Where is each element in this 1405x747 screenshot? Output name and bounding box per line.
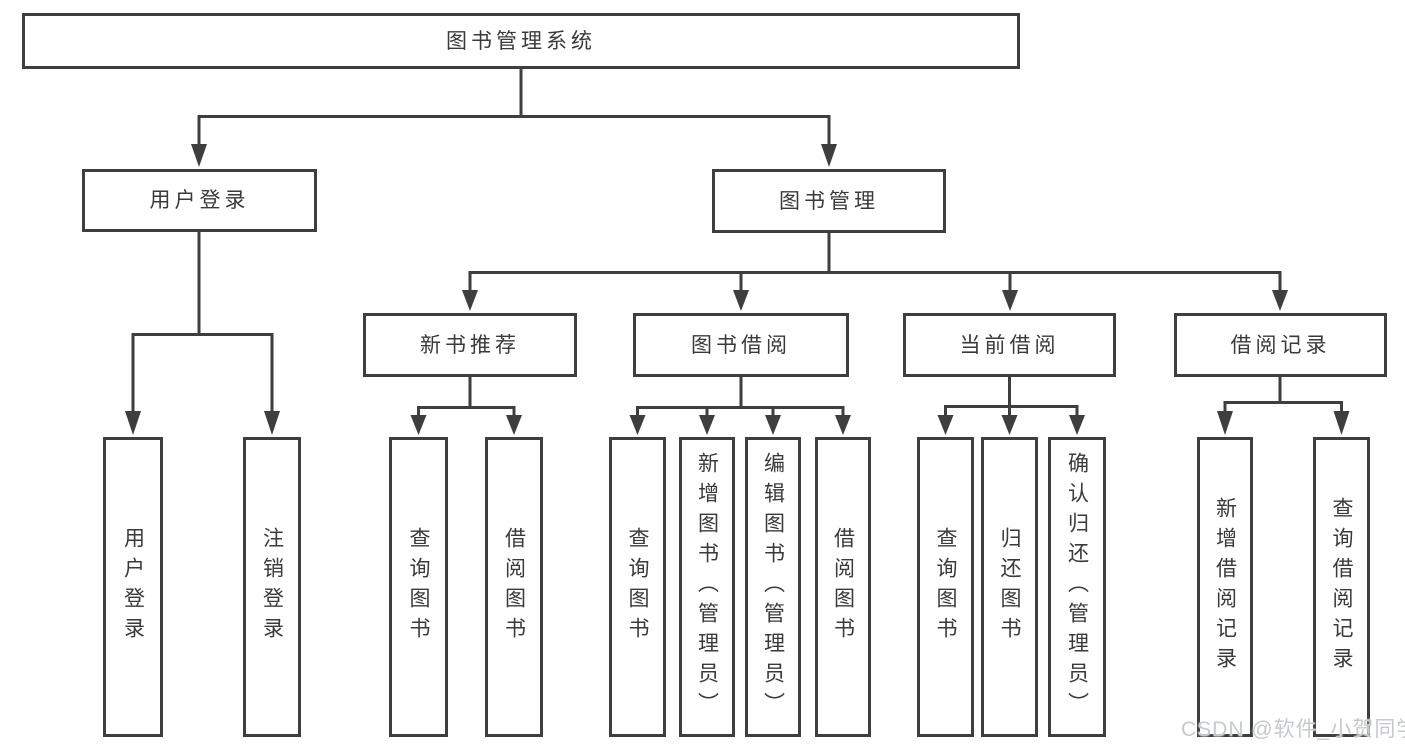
arrowhead-icon: [191, 144, 207, 167]
leaf-logout-label: 注销登录: [260, 527, 284, 647]
leaf-borrow-books-recommend-label: 借阅图书: [502, 527, 526, 647]
leaf-add-books-admin-label: 新增图书（管理员）: [695, 452, 719, 722]
leaf-return-books: 归还图书: [981, 437, 1038, 737]
leaf-query-books-recommend-label: 查询图书: [407, 527, 430, 647]
connector-bookborrow-to-leaves: [636, 377, 845, 417]
leaf-confirm-return-admin-label: 确认归还（管理员）: [1065, 452, 1089, 722]
node-borrowing-records: 借阅记录: [1174, 313, 1387, 377]
connector-root-to-level2: [197, 69, 831, 146]
arrowhead-icon: [629, 415, 646, 435]
csdn-watermark: CSDN @软件_小贺同学: [1181, 718, 1405, 741]
node-user-login-label: 用户登录: [149, 189, 250, 212]
leaf-query-books-current: 查询图书: [917, 437, 974, 737]
leaf-borrow-books-borrow: 借阅图书: [815, 437, 871, 737]
arrowhead-icon: [125, 411, 141, 435]
arrowhead-icon: [264, 411, 280, 435]
node-book-borrowing-label: 图书借阅: [691, 333, 791, 357]
arrowhead-icon: [937, 415, 954, 435]
leaf-add-borrow-record-label: 新增借阅记录: [1213, 497, 1237, 677]
connector-bookmgmt-to-level3: [468, 233, 1282, 292]
leaf-user-login: 用户登录: [103, 437, 163, 737]
leaf-borrow-books-recommend: 借阅图书: [485, 437, 543, 737]
leaf-query-books-borrow-label: 查询图书: [626, 527, 649, 647]
leaf-add-borrow-record: 新增借阅记录: [1197, 437, 1253, 737]
leaf-return-books-label: 归还图书: [998, 527, 1021, 647]
arrowhead-icon: [1069, 415, 1085, 435]
leaf-logout: 注销登录: [243, 437, 301, 737]
leaf-edit-books-admin: 编辑图书（管理员）: [745, 437, 801, 737]
node-new-book-recommend: 新书推荐: [363, 313, 577, 377]
node-user-login: 用户登录: [82, 169, 317, 232]
leaf-query-books-current-label: 查询图书: [934, 527, 957, 647]
leaf-query-borrow-record-label: 查询借阅记录: [1330, 497, 1353, 677]
node-borrowing-records-label: 借阅记录: [1230, 333, 1331, 357]
leaf-borrow-books-borrow-label: 借阅图书: [831, 527, 855, 647]
leaf-user-login-label: 用户登录: [121, 527, 145, 647]
arrowhead-icon: [821, 144, 837, 167]
node-root: 图书管理系统: [22, 13, 1020, 69]
arrowhead-icon: [765, 415, 781, 435]
node-book-borrowing: 图书借阅: [633, 313, 849, 377]
arrowhead-icon: [506, 415, 522, 435]
node-book-management-label: 图书管理: [779, 189, 879, 213]
leaf-edit-books-admin-label: 编辑图书（管理员）: [761, 452, 785, 722]
arrowhead-icon: [410, 415, 427, 435]
arrowhead-icon: [699, 415, 715, 435]
arrowhead-icon: [835, 415, 851, 435]
arrowhead-icon: [462, 290, 478, 311]
node-book-management: 图书管理: [712, 169, 946, 233]
arrowhead-icon: [1272, 290, 1288, 311]
arrowhead-icon: [733, 290, 749, 311]
node-current-borrowing: 当前借阅: [903, 313, 1116, 377]
arrowhead-icon: [1002, 290, 1018, 311]
arrowhead-icon: [1001, 415, 1018, 435]
arrowhead-icon: [1217, 411, 1233, 435]
node-new-book-recommend-label: 新书推荐: [420, 333, 520, 357]
leaf-query-borrow-record: 查询借阅记录: [1313, 437, 1370, 737]
node-current-borrowing-label: 当前借阅: [959, 333, 1060, 357]
leaf-query-books-recommend: 查询图书: [389, 437, 448, 737]
leaf-add-books-admin: 新增图书（管理员）: [679, 437, 735, 737]
node-root-label: 图书管理系统: [446, 29, 596, 53]
leaf-confirm-return-admin: 确认归还（管理员）: [1048, 437, 1106, 737]
connector-newbookrec-to-leaves: [417, 377, 516, 417]
connector-userlogin-to-leaves: [131, 232, 274, 413]
connector-borrowrecords-to-leaves: [1223, 377, 1343, 413]
connector-currentborrow-to-leaves: [944, 377, 1079, 417]
leaf-query-books-borrow: 查询图书: [609, 437, 666, 737]
arrowhead-icon: [1333, 411, 1350, 435]
